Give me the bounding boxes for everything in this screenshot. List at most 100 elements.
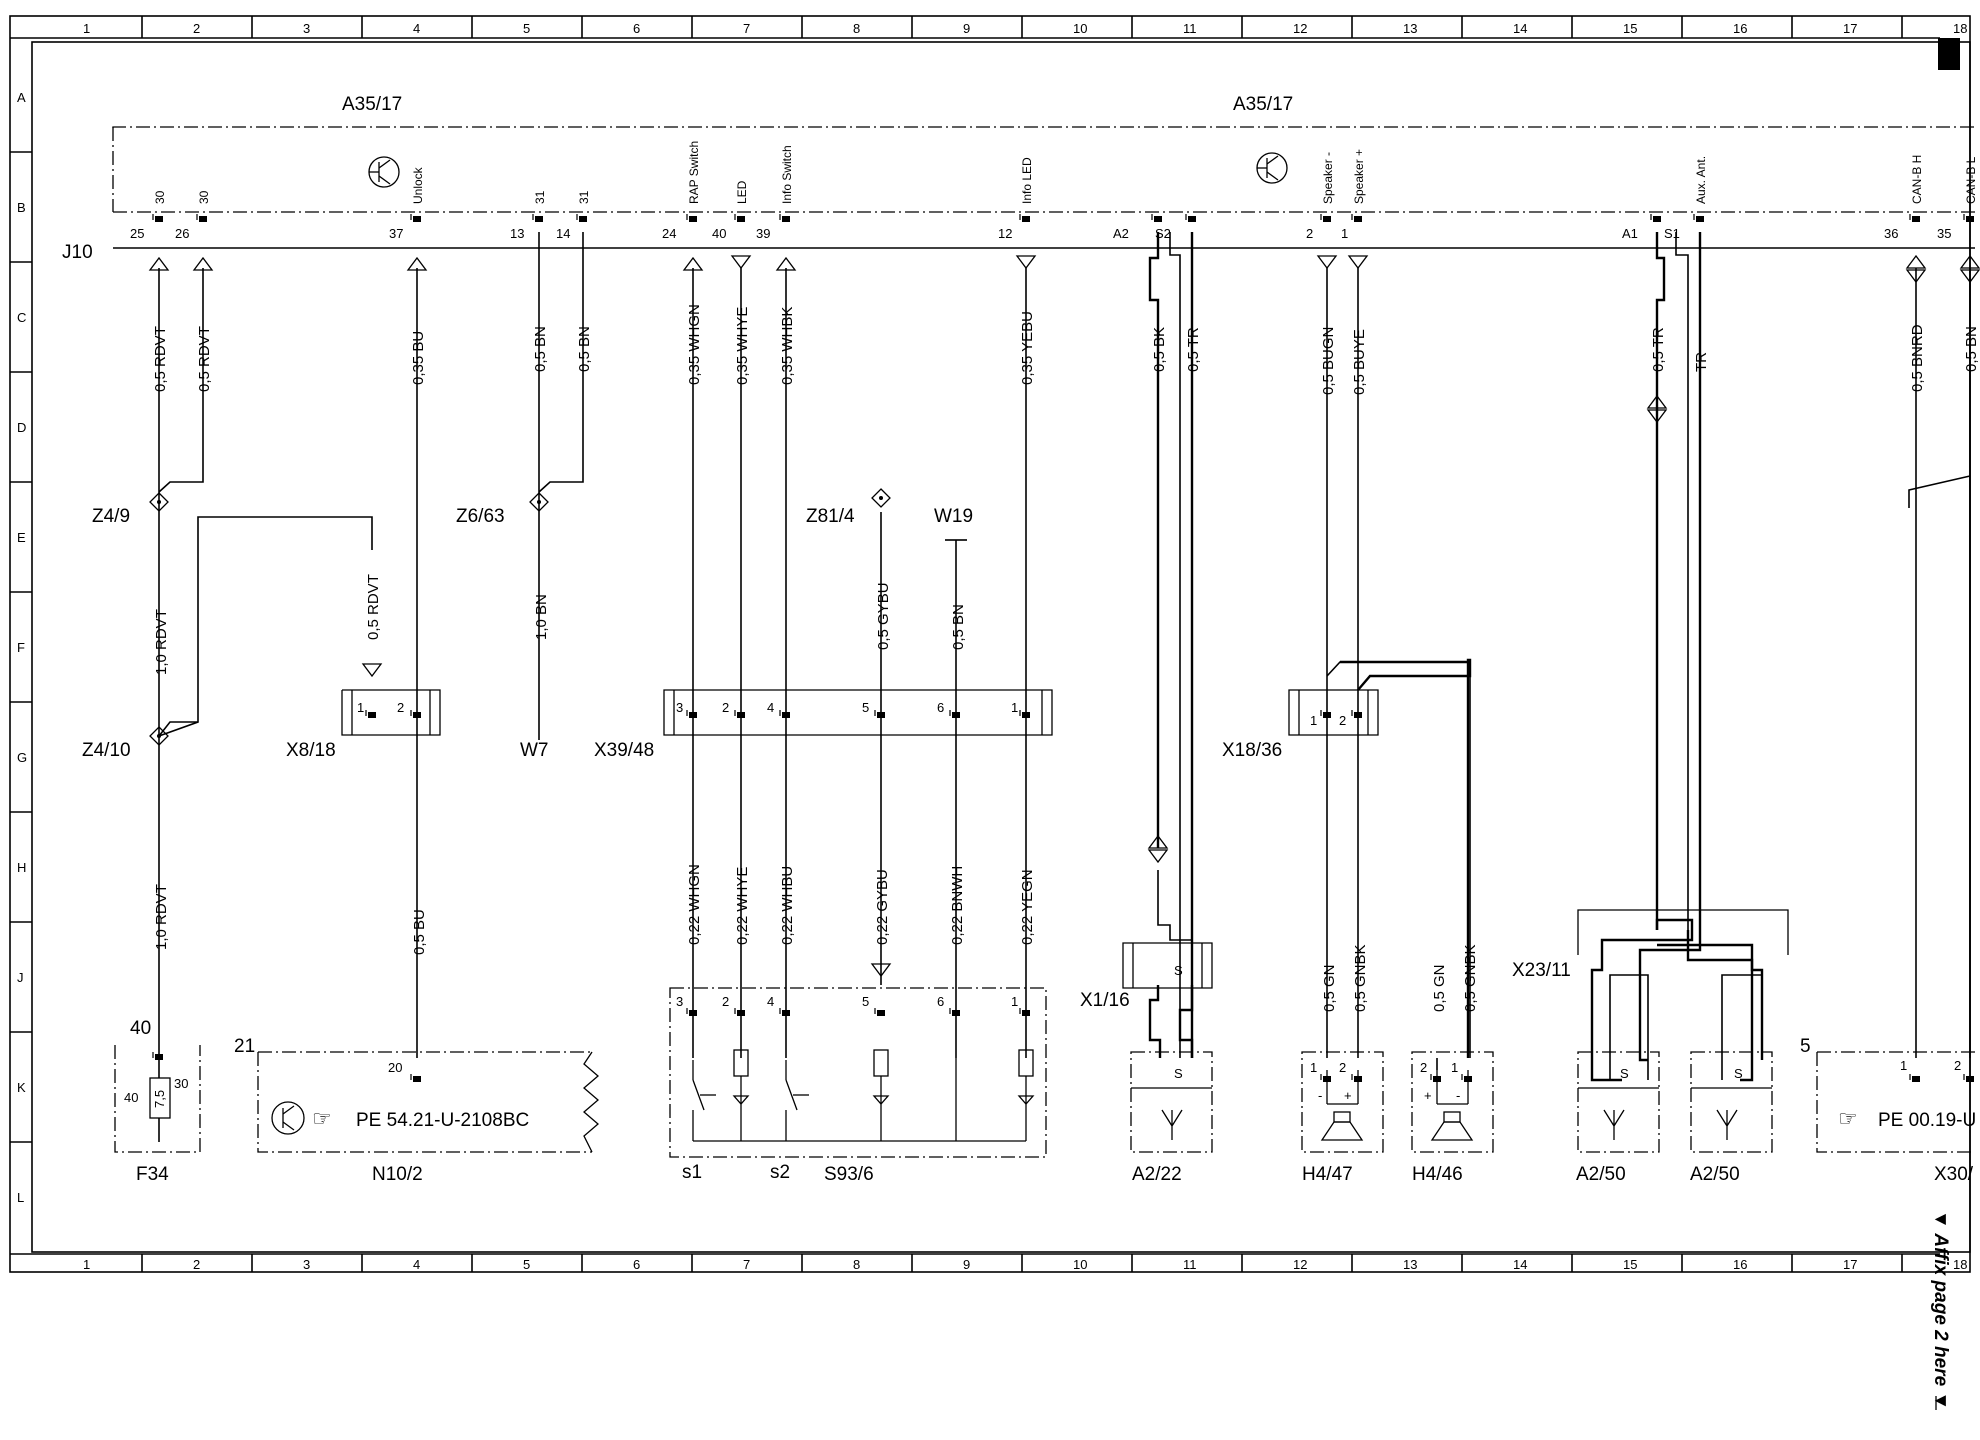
- grid-col-top: 6: [633, 21, 640, 36]
- ground-label-w19: W19: [934, 506, 973, 527]
- pin-contact: [952, 1010, 960, 1016]
- module-pin-number: 13: [510, 226, 524, 241]
- module-pin-signal: Aux. Ant.: [1694, 156, 1708, 204]
- pin-contact: [1354, 712, 1362, 718]
- pin-contact: [689, 1010, 697, 1016]
- speaker-icon: [1320, 1070, 1364, 1141]
- module-pin-number: S1: [1664, 226, 1680, 241]
- antenna-a2-50-right: [1690, 1051, 1773, 1153]
- arrow-down-icon: [870, 963, 892, 978]
- wire-label: 0,5 GNBK: [1462, 944, 1479, 1012]
- grid-row-label: K: [17, 1080, 26, 1095]
- wire-label: 0,22 GYBU: [874, 869, 891, 945]
- wire-label: 0,5 BUGN: [1320, 327, 1337, 395]
- grid-row-label: G: [17, 750, 27, 765]
- grid-col-bottom: 3: [303, 1257, 310, 1272]
- x23-11-harness: [1577, 909, 1789, 1082]
- grid-row-label: D: [17, 420, 26, 435]
- splice-label-z4-9: Z4/9: [92, 506, 130, 527]
- wire-label: 0,35 YEBU: [1019, 311, 1036, 385]
- component-pin: 40: [130, 1018, 151, 1039]
- pin-contact: [1323, 712, 1331, 718]
- wire-label: TR: [1693, 352, 1710, 372]
- pin-contact: [877, 712, 885, 718]
- arrow-down-icon: [1347, 255, 1369, 270]
- connector-label-x23-11: X23/11: [1512, 960, 1571, 981]
- wire-label: 1,0 RDVT: [153, 884, 170, 950]
- component-label-s93-6: S93/6: [824, 1164, 874, 1185]
- connector-x30: [1816, 1051, 1975, 1153]
- grid-col-top: 10: [1073, 21, 1087, 36]
- grid-row-label: B: [17, 200, 26, 215]
- grid-col-top: 14: [1513, 21, 1527, 36]
- module-pin-number: 39: [756, 226, 770, 241]
- module-pin-signal: Speaker +: [1352, 149, 1366, 204]
- grid-col-bottom: 10: [1073, 1257, 1087, 1272]
- pin-contact: [155, 1054, 163, 1060]
- pin-contact: [737, 216, 745, 222]
- wire-label: 0,5 RDVT: [152, 326, 169, 392]
- splice-icon: [529, 492, 549, 512]
- connector-label-x8-18: X8/18: [286, 740, 336, 761]
- component-pin: 4: [767, 994, 774, 1009]
- connector-pin: 2: [1339, 713, 1346, 728]
- grid-row-label: L: [17, 1190, 24, 1205]
- polarity-sign: +: [1424, 1088, 1432, 1103]
- pin-contact: [199, 216, 207, 222]
- led-icon: [872, 1049, 890, 1141]
- wire-label: 0,5 BNRD: [1909, 324, 1926, 392]
- component-pin: 2: [722, 994, 729, 1009]
- splice-dot: [537, 500, 541, 504]
- arrow-down-icon: [361, 663, 383, 678]
- component-number: 5: [1800, 1036, 1811, 1057]
- grid-col-bottom: 12: [1293, 1257, 1307, 1272]
- module-pin-signal: 30: [153, 190, 167, 204]
- pin-contact: [1022, 216, 1030, 222]
- wire-label: 0,5 BK: [1151, 327, 1168, 372]
- component-label-a2-50: A2/50: [1690, 1164, 1740, 1185]
- module-pin-number: 35: [1937, 226, 1951, 241]
- component-label-a2-50: A2/50: [1576, 1164, 1626, 1185]
- component-label-x30: X30/: [1934, 1164, 1974, 1185]
- grid-col-top: 4: [413, 21, 420, 36]
- wire-label: 0,5 GYBU: [875, 582, 892, 650]
- component-pin: 2: [1954, 1058, 1961, 1073]
- grid-col-top: 1: [83, 21, 90, 36]
- grid-col-bottom: 18: [1953, 1257, 1967, 1272]
- switch-icon: [692, 1060, 716, 1141]
- components: ☞: [114, 539, 1975, 1158]
- grid-row-label: C: [17, 310, 26, 325]
- grid-col-top: 8: [853, 21, 860, 36]
- pin-contact: [877, 1010, 885, 1016]
- grid-row-label: F: [17, 640, 25, 655]
- grid-row-label: H: [17, 860, 26, 875]
- module-title-right: A35/17: [1233, 94, 1293, 115]
- pin-contact: [1912, 1076, 1920, 1082]
- antenna-a2-22: [1130, 1051, 1213, 1153]
- connector-pin: 4: [767, 700, 774, 715]
- antenna-a2-50-left: [1577, 1051, 1660, 1153]
- pin-contact: [535, 216, 543, 222]
- component-pin: 2: [1339, 1060, 1346, 1075]
- wire-label: 0,35 WHBK: [779, 307, 796, 385]
- grid-col-bottom: 11: [1183, 1257, 1197, 1272]
- splice-dot: [157, 500, 161, 504]
- pointing-hand-icon: ☞: [312, 1106, 332, 1131]
- speaker-h4-47: [1301, 1051, 1384, 1153]
- switch-icon: [785, 1060, 809, 1141]
- grid-row-label: A: [17, 90, 26, 105]
- led-icon: [1017, 1049, 1035, 1141]
- wire-label: 0,22 WHGN: [686, 864, 703, 945]
- grid-col-bottom: 6: [633, 1257, 640, 1272]
- pin-contact: [1912, 216, 1920, 222]
- speaker-h4-46: [1411, 1051, 1494, 1153]
- speaker-icon: [1430, 1070, 1474, 1141]
- grid-col-top: 2: [193, 21, 200, 36]
- module-pin-number: 2: [1306, 226, 1313, 241]
- module-pin-signal: Unlock: [411, 166, 425, 204]
- splice-label-z4-10: Z4/10: [82, 740, 131, 761]
- pin-contact: [1022, 1010, 1030, 1016]
- module-pin-number: 26: [175, 226, 189, 241]
- connector-pin: 6: [937, 700, 944, 715]
